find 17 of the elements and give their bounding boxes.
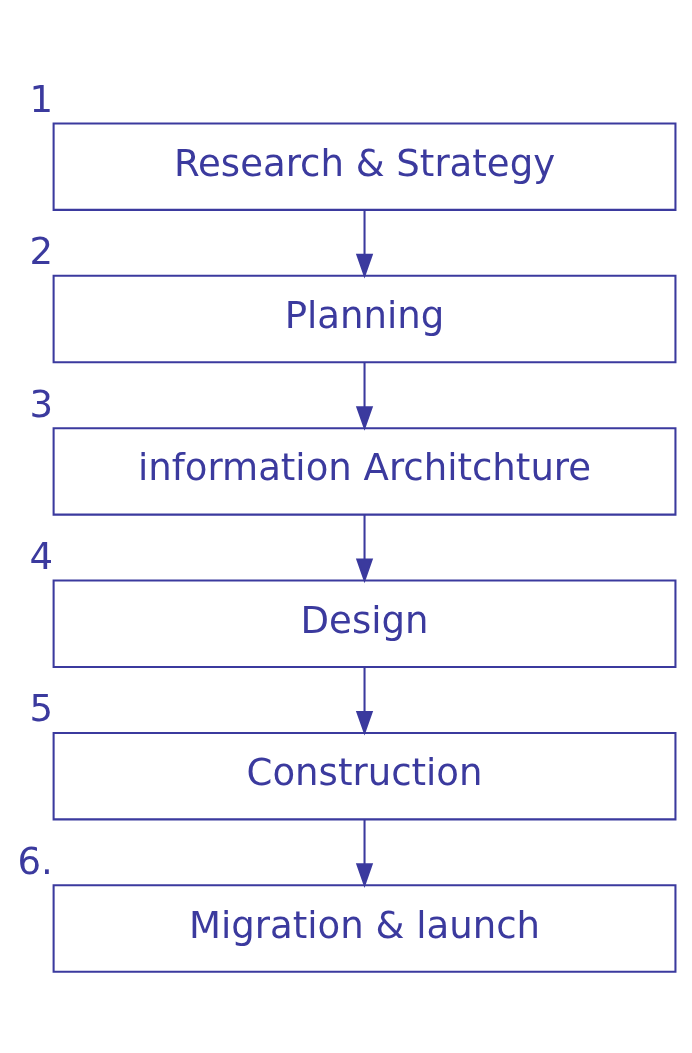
arrow xyxy=(355,666,374,736)
node-label: 6. xyxy=(17,839,53,883)
node-label: 2 xyxy=(29,229,54,273)
node-label: 3 xyxy=(29,382,54,426)
node-label: 5 xyxy=(29,686,54,730)
node-box: Planning xyxy=(52,274,677,363)
arrow xyxy=(355,209,374,278)
node-label: 4 xyxy=(29,534,54,578)
node-box: Construction xyxy=(52,731,677,820)
node-box: information Architchture xyxy=(52,426,677,516)
arrow xyxy=(355,819,374,888)
node-label: 1 xyxy=(29,77,54,121)
arrow xyxy=(355,514,374,583)
arrow xyxy=(355,361,374,431)
node-box: Migration & launch xyxy=(52,883,677,973)
node-box: Research & Strategy xyxy=(52,121,677,211)
node-box: Design xyxy=(52,579,677,668)
